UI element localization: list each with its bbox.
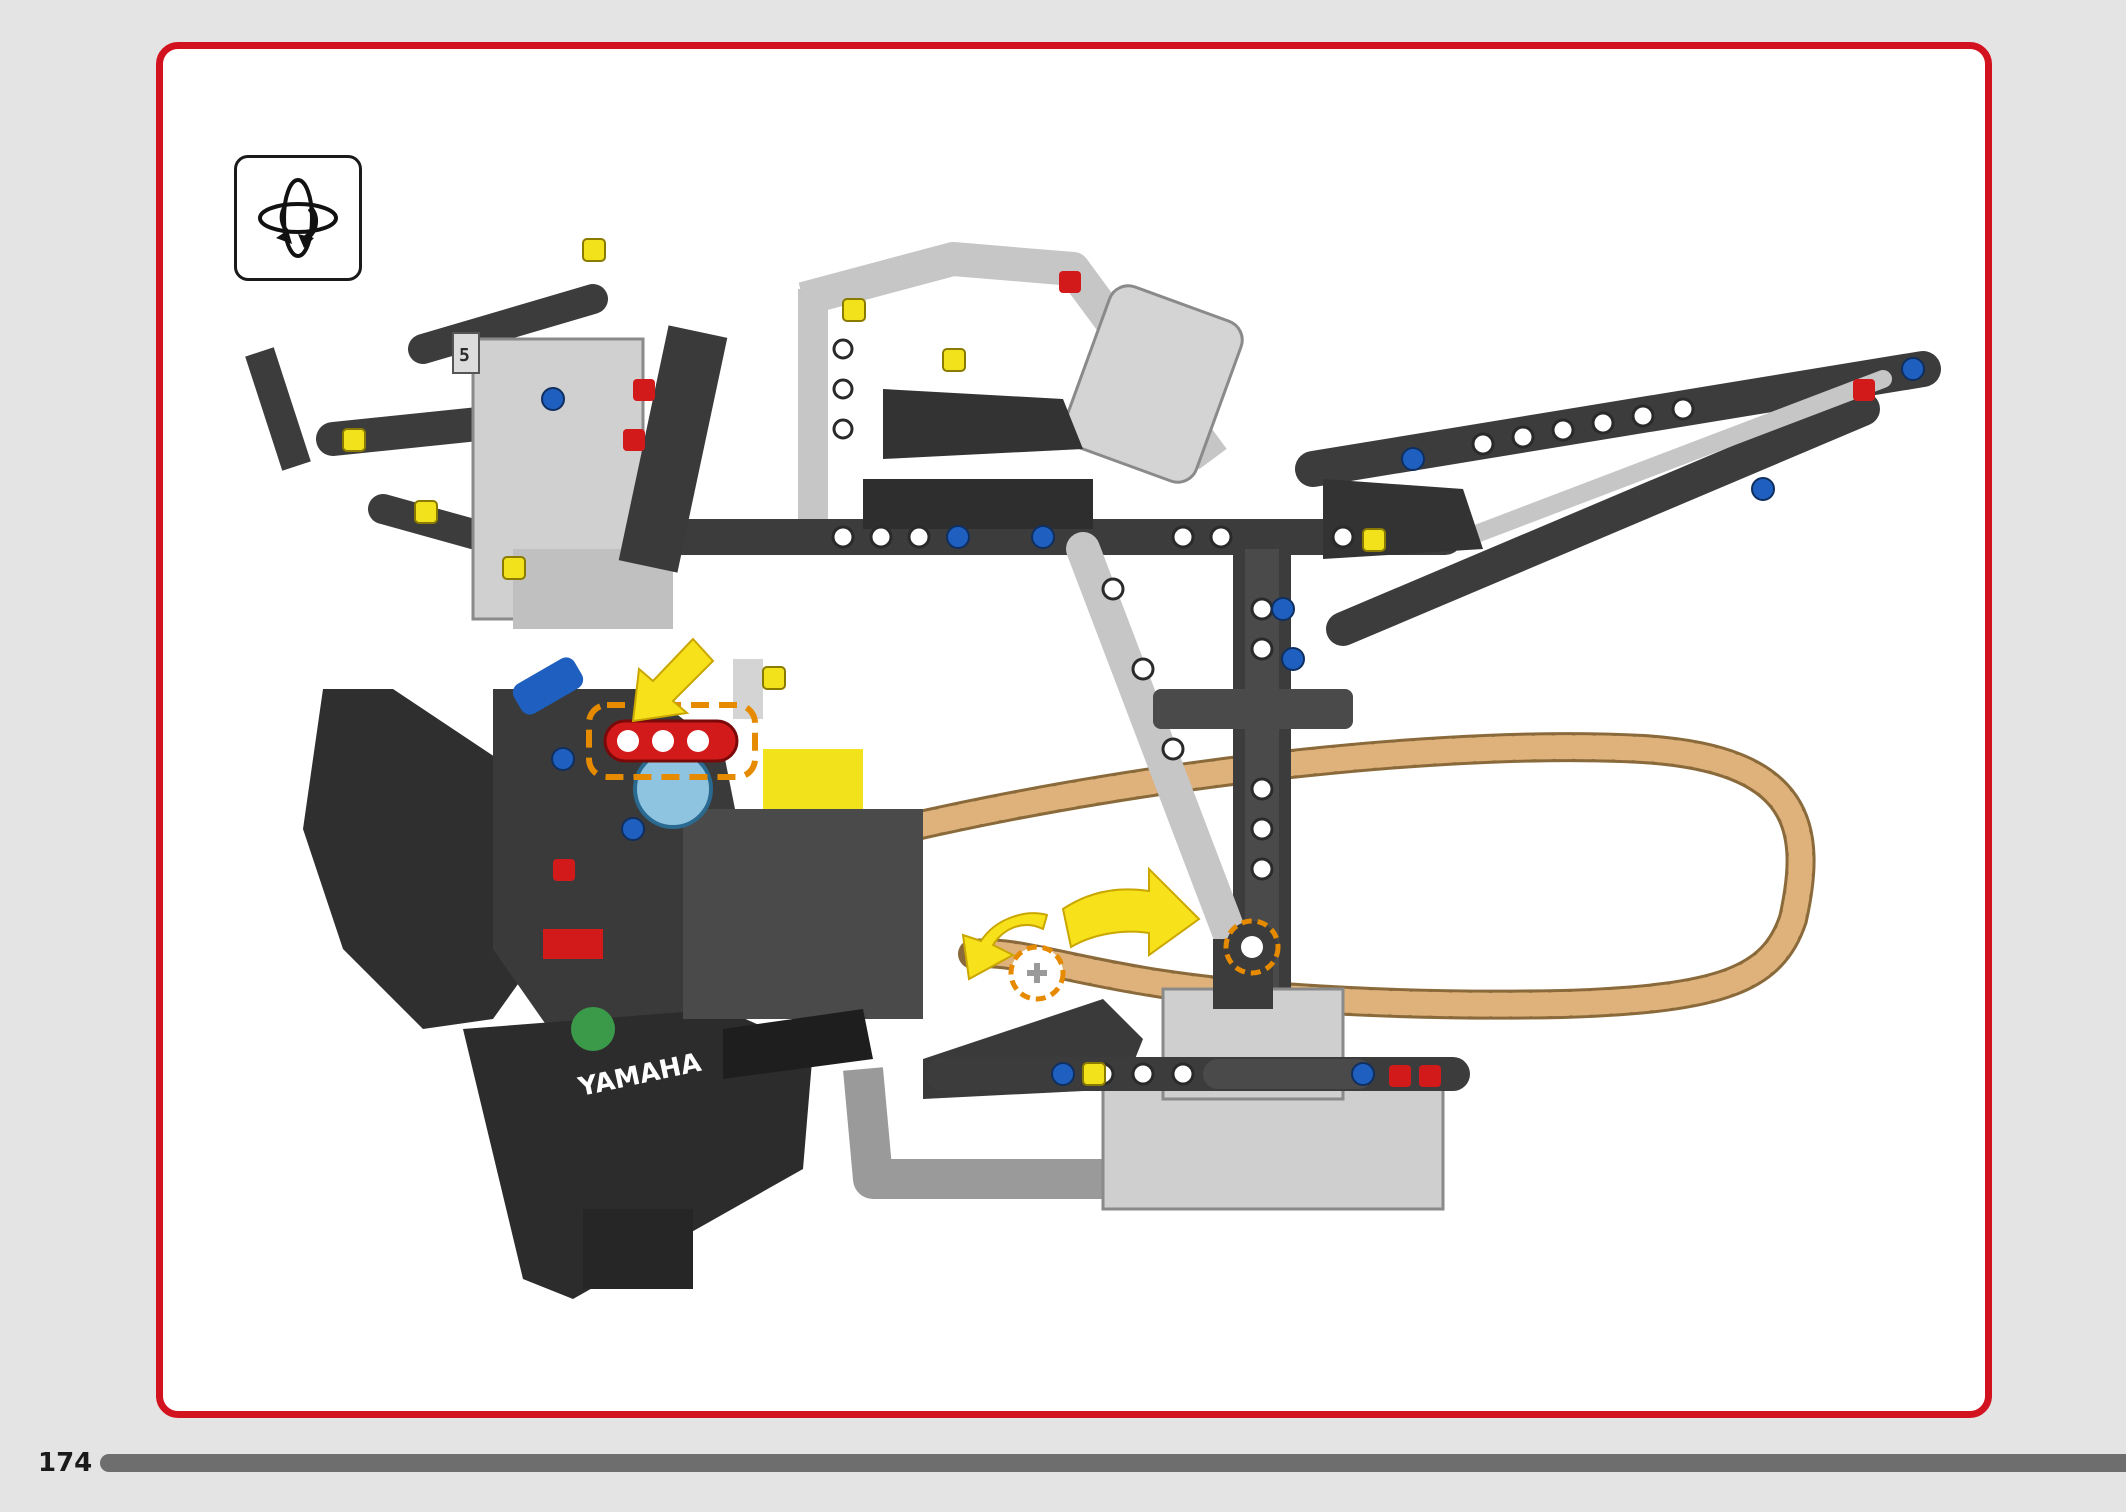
red-axles xyxy=(553,271,1875,1087)
blue-pins xyxy=(541,357,1925,1086)
exhaust-assembly xyxy=(843,939,1470,1211)
arrow-icon xyxy=(631,637,1201,981)
rotate-model-box xyxy=(234,155,362,281)
part-number-label: 5 xyxy=(459,345,470,366)
rear-bracket-assembly: 5 xyxy=(245,284,728,629)
lego-model-illustration: 5 YAMAHA xyxy=(245,238,1941,1299)
rotate-model-icon xyxy=(258,178,338,258)
instruction-step-frame: 5 YAMAHA xyxy=(156,42,1992,1418)
engine-assembly: YAMAHA xyxy=(303,657,923,1299)
page-number: 174 xyxy=(38,1448,93,1478)
yellow-axles xyxy=(342,238,1386,1086)
page-progress-bar xyxy=(100,1454,2126,1472)
drive-chain xyxy=(888,732,1816,1020)
